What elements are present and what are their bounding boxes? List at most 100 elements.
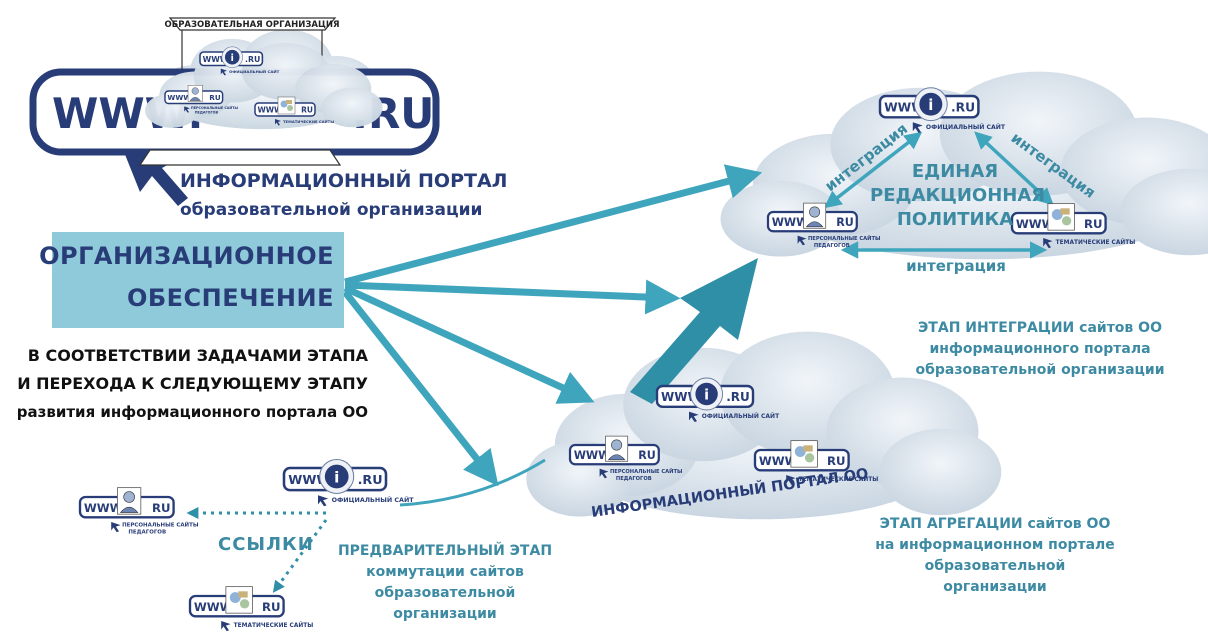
ru-text: RU bbox=[638, 449, 656, 462]
info-letter: i bbox=[231, 53, 234, 64]
org-box: ОРГАНИЗАЦИОННОЕ ОБЕСПЕЧЕНИЕ bbox=[39, 232, 344, 328]
small-cursor-icon bbox=[111, 521, 121, 533]
ru-text: RU bbox=[301, 106, 313, 115]
small-cursor-icon bbox=[689, 411, 699, 422]
editorial-policy: ЕДИНАЯ РЕДАКЦИОННАЯ ПОЛИТИКА bbox=[870, 160, 1046, 232]
small-cursor-icon bbox=[1043, 237, 1053, 249]
ru-text: RU bbox=[209, 93, 221, 102]
banner-label: ОБРАЗОВАТЕЛЬНАЯ ОРГАНИЗАЦИЯ bbox=[164, 20, 339, 30]
building-sketch bbox=[138, 17, 342, 166]
info-globe-icon: i bbox=[319, 458, 355, 495]
www-text: WWW. bbox=[574, 449, 614, 462]
small-cursor-icon bbox=[221, 620, 231, 632]
integration-arrows bbox=[823, 131, 1054, 259]
ru-text: RU bbox=[836, 216, 854, 229]
preliminary-stage-caption: ПРЕДВАРИТЕЛЬНЫЙ ЭТАП коммутации сайтов о… bbox=[330, 541, 560, 625]
integration-stage-line2: информационного портала bbox=[929, 341, 1151, 357]
www-text: WWW. bbox=[167, 93, 193, 102]
integration-stage-line1: ЭТАП ИНТЕГРАЦИИ сайтов ОО bbox=[918, 320, 1162, 336]
left-desc-line3: развития информационного портала ОО bbox=[16, 403, 368, 421]
teacher-portrait-icon bbox=[803, 202, 827, 229]
ru-text: RU bbox=[152, 501, 171, 515]
teacher-portrait-icon bbox=[117, 487, 142, 515]
editorial-line1: ЕДИНАЯ bbox=[911, 161, 999, 182]
ru-text: RU bbox=[262, 600, 281, 614]
small-cursor-icon bbox=[599, 468, 609, 479]
info-globe-icon: i bbox=[221, 46, 243, 68]
aggregation-stage-line2: на информационном портале bbox=[875, 537, 1115, 553]
ru-text: .RU bbox=[358, 473, 383, 488]
teachers-site-caption-1: ПЕРСОНАЛЬНЫЕ САЙТЫ bbox=[808, 234, 880, 242]
teachers-site-caption-2: ПЕДАГОГОВ bbox=[814, 243, 850, 249]
thematic-collage-icon bbox=[277, 96, 296, 115]
small-cursor-icon bbox=[318, 495, 329, 507]
ru-text: .RU bbox=[951, 101, 975, 115]
integration-stage-caption: ЭТАП ИНТЕГРАЦИИ сайтов ОО информационног… bbox=[905, 318, 1175, 381]
ru-text: RU bbox=[1084, 217, 1103, 231]
preliminary-connector bbox=[399, 458, 546, 507]
integration-label-bottom: интеграция bbox=[906, 257, 1006, 275]
www-text: WWW. bbox=[84, 501, 126, 515]
arrow-to-aggregation bbox=[343, 284, 595, 404]
preliminary-stage-line2: коммутации сайтов bbox=[366, 564, 524, 580]
portal-subtitle: образовательной организации bbox=[180, 200, 483, 220]
editorial-line2: РЕДАКЦИОННАЯ bbox=[870, 185, 1046, 206]
thematic-collage-icon bbox=[225, 586, 253, 614]
links-label: ССЫЛКИ bbox=[218, 534, 314, 555]
small-cursor-icon bbox=[786, 474, 796, 486]
small-cursor-icon bbox=[184, 106, 190, 113]
arrow-to-preliminary bbox=[342, 289, 499, 487]
ru-text: RU bbox=[827, 454, 846, 468]
org-arrows bbox=[342, 164, 763, 487]
info-globe-icon: i bbox=[913, 87, 948, 122]
aggregation-stage-line1: ЭТАП АГРЕГАЦИИ сайтов ОО bbox=[879, 516, 1111, 532]
org-box-line1: ОРГАНИЗАЦИОННОЕ bbox=[39, 242, 334, 270]
left-desc-line1: В СООТВЕТСТВИИ ЗАДАЧАМИ ЭТАПА bbox=[27, 346, 368, 365]
ru-text: .RU bbox=[726, 390, 750, 404]
integration-stage-line3: образовательной организации bbox=[915, 362, 1165, 378]
www-text: WWW. bbox=[203, 55, 231, 64]
transition-arrow-icon bbox=[630, 258, 758, 404]
aggregation-stage-line4: организации bbox=[943, 579, 1047, 595]
thematic-site-caption: ТЕМАТИЧЕСКИЕ САЙТЫ bbox=[1056, 238, 1136, 246]
left-description: В СООТВЕТСТВИИ ЗАДАЧАМИ ЭТАПА И ПЕРЕХОДА… bbox=[0, 342, 368, 426]
thematic-collage-icon bbox=[790, 440, 818, 468]
thematic-collage-icon bbox=[1047, 203, 1075, 231]
portal-title: ИНФОРМАЦИОННЫЙ ПОРТАЛ bbox=[180, 170, 508, 192]
www-text: WWW. bbox=[258, 106, 285, 115]
arrow-to-transition bbox=[344, 279, 681, 315]
teachers-site-caption-2: ПЕДАГОГОВ bbox=[195, 111, 219, 115]
official-site-caption: ОФИЦИАЛЬНЫЙ САЙТ bbox=[702, 412, 780, 420]
official-site-caption: ОФИЦИАЛЬНЫЙ САЙТ bbox=[926, 122, 1006, 131]
teacher-portrait-icon bbox=[187, 84, 203, 102]
org-box-line2: ОБЕСПЕЧЕНИЕ bbox=[126, 284, 334, 312]
editorial-line3: ПОЛИТИКА bbox=[896, 209, 1014, 230]
small-cursor-icon bbox=[912, 122, 923, 133]
info-globe-icon: i bbox=[690, 377, 724, 411]
teacher-portrait-icon bbox=[605, 435, 629, 462]
link-arrows bbox=[186, 507, 328, 593]
thematic-site-caption: ТЕМАТИЧЕСКИЕ САЙТЫ bbox=[234, 621, 314, 629]
thematic-site-caption: ТЕМАТИЧЕСКИЕ САЙТЫ bbox=[283, 119, 334, 124]
teachers-site-caption-1: ПЕРСОНАЛЬНЫЕ САЙТЫ bbox=[610, 467, 682, 475]
teachers-site-caption-1: ПЕРСОНАЛЬНЫЕ САЙТЫ bbox=[122, 521, 199, 529]
aggregation-stage-line3: образовательной bbox=[924, 558, 1066, 574]
preliminary-stage-line1: ПРЕДВАРИТЕЛЬНЫЙ ЭТАП bbox=[337, 543, 553, 559]
left-desc-line2: И ПЕРЕХОДА К СЛЕДУЮЩЕМУ ЭТАПУ bbox=[17, 374, 368, 393]
www-text: WWW. bbox=[772, 216, 812, 229]
thematic-site-caption: ТЕМАТИЧЕСКИЕ САЙТЫ bbox=[799, 475, 879, 483]
preliminary-stage-line3: образовательной bbox=[374, 585, 516, 601]
aggregation-stage-caption: ЭТАП АГРЕГАЦИИ сайтов ОО на информационн… bbox=[870, 514, 1120, 598]
small-cursor-icon bbox=[275, 119, 281, 126]
arrow-to-integration bbox=[344, 164, 763, 286]
